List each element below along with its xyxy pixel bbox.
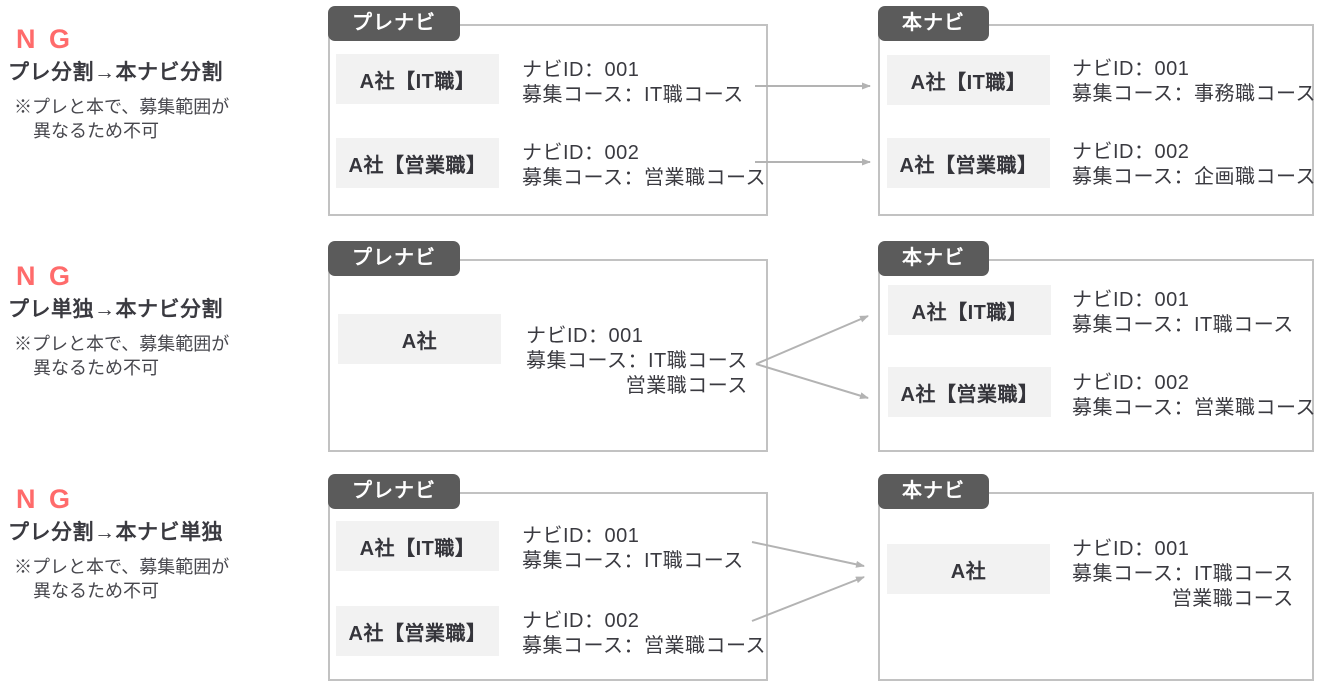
- row3-ng-badge: N G: [16, 484, 74, 514]
- row3-hon-navi-tab: 本ナビ: [878, 474, 989, 509]
- entry-detail: ナビID：001 募集コース：IT職コース: [1072, 288, 1294, 338]
- entry-detail: ナビID：002 募集コース：企画職コース: [1072, 140, 1316, 190]
- company-box: A社【IT職】: [336, 54, 499, 104]
- company-box: A社【営業職】: [336, 606, 499, 656]
- course: 募集コース：IT職コース: [1072, 314, 1294, 336]
- row3-note-line2: 異なるため不可: [33, 581, 159, 601]
- navi-id: ナビID：002: [1072, 372, 1190, 394]
- row1-label: N G プレ分割→本ナビ分割 ※プレと本で、募集範囲が 異なるため不可: [8, 25, 320, 143]
- entry-detail: ナビID：001 募集コース：IT職コース 営業職コース: [526, 324, 748, 399]
- row3-title: プレ分割→本ナビ単独: [8, 521, 223, 544]
- row3-pre-navi-panel: プレナビ A社【IT職】 ナビID：001 募集コース：IT職コース A社【営業…: [328, 474, 768, 681]
- course: 募集コース：IT職コース: [526, 350, 748, 372]
- row1-title: プレ分割→本ナビ分割: [8, 61, 223, 84]
- row1-note-line2: 異なるため不可: [33, 121, 159, 141]
- row3-arrow-top: [751, 541, 865, 568]
- course-extra: 営業職コース: [1171, 588, 1294, 610]
- company-box: A社【営業職】: [887, 138, 1050, 188]
- course: 募集コース：営業職コース: [522, 635, 766, 657]
- row2-label: N G プレ単独→本ナビ分割 ※プレと本で、募集範囲が 異なるため不可: [8, 262, 320, 380]
- course: 募集コース：IT職コース: [1072, 563, 1294, 585]
- company-box: A社【営業職】: [888, 367, 1051, 417]
- navi-id: ナビID：001: [522, 525, 640, 547]
- navi-id: ナビID：001: [1072, 58, 1190, 80]
- entry-detail: ナビID：002 募集コース：営業職コース: [1072, 371, 1316, 421]
- row2-pre-navi-panel: プレナビ A社 ナビID：001 募集コース：IT職コース 営業職コース: [328, 241, 768, 452]
- row3-pre-navi-tab: プレナビ: [328, 474, 460, 509]
- course: 募集コース：営業職コース: [1072, 397, 1316, 419]
- course: 募集コース：企画職コース: [1072, 166, 1316, 188]
- course: 募集コース：IT職コース: [522, 84, 744, 106]
- row3-note: ※プレと本で、募集範囲が 異なるため不可: [14, 555, 320, 603]
- row2-arrow-bottom: [755, 363, 869, 400]
- row2-note-line1: ※プレと本で、募集範囲が: [14, 334, 230, 354]
- entry-detail: ナビID：001 募集コース：事務職コース: [1072, 57, 1316, 107]
- row2-note-line2: 異なるため不可: [33, 358, 159, 378]
- company-box: A社【IT職】: [887, 55, 1050, 105]
- navi-id: ナビID：002: [1072, 141, 1190, 163]
- row1-pre-navi-panel: プレナビ A社【IT職】 ナビID：001 募集コース：IT職コース A社【営業…: [328, 6, 768, 216]
- course: 募集コース：事務職コース: [1072, 83, 1316, 105]
- navi-id: ナビID：001: [526, 325, 644, 347]
- row1-hon-navi-panel: 本ナビ A社【IT職】 ナビID：001 募集コース：事務職コース A社【営業職…: [878, 6, 1316, 216]
- company-box: A社【IT職】: [336, 521, 499, 571]
- row2-arrow-top: [755, 315, 869, 365]
- row2-note: ※プレと本で、募集範囲が 異なるため不可: [14, 332, 320, 380]
- navi-id: ナビID：002: [522, 142, 640, 164]
- company-box: A社【営業職】: [336, 138, 499, 188]
- company-box: A社【IT職】: [888, 285, 1051, 335]
- course-extra: 営業職コース: [625, 375, 748, 397]
- entry-detail: ナビID：001 募集コース：IT職コース: [522, 58, 744, 108]
- navi-id: ナビID：001: [1072, 538, 1190, 560]
- row1-pre-navi-tab: プレナビ: [328, 6, 460, 41]
- entry-detail: ナビID：001 募集コース：IT職コース 営業職コース: [1072, 537, 1294, 612]
- row3-hon-navi-panel: 本ナビ A社 ナビID：001 募集コース：IT職コース 営業職コース: [878, 474, 1314, 681]
- row2-hon-navi-panel: 本ナビ A社【IT職】 ナビID：001 募集コース：IT職コース A社【営業職…: [878, 241, 1316, 452]
- company-box: A社: [338, 314, 501, 364]
- entry-detail: ナビID：002 募集コース：営業職コース: [522, 609, 766, 659]
- row1-note-line1: ※プレと本で、募集範囲が: [14, 97, 230, 117]
- row3-arrow-bottom: [751, 576, 865, 622]
- row3-label: N G プレ分割→本ナビ単独 ※プレと本で、募集範囲が 異なるため不可: [8, 485, 320, 603]
- row2-title: プレ単独→本ナビ分割: [8, 298, 223, 321]
- navi-id: ナビID：001: [522, 59, 640, 81]
- course: 募集コース：営業職コース: [522, 167, 766, 189]
- entry-detail: ナビID：002 募集コース：営業職コース: [522, 141, 766, 191]
- navi-id: ナビID：001: [1072, 289, 1190, 311]
- row1-ng-badge: N G: [16, 24, 74, 54]
- row3-note-line1: ※プレと本で、募集範囲が: [14, 557, 230, 577]
- row2-pre-navi-tab: プレナビ: [328, 241, 460, 276]
- row1-hon-navi-tab: 本ナビ: [878, 6, 989, 41]
- row1-note: ※プレと本で、募集範囲が 異なるため不可: [14, 95, 320, 143]
- company-box: A社: [887, 544, 1050, 594]
- course: 募集コース：IT職コース: [522, 550, 744, 572]
- row2-ng-badge: N G: [16, 261, 74, 291]
- navi-id: ナビID：002: [522, 610, 640, 632]
- entry-detail: ナビID：001 募集コース：IT職コース: [522, 524, 744, 574]
- row2-hon-navi-tab: 本ナビ: [878, 241, 989, 276]
